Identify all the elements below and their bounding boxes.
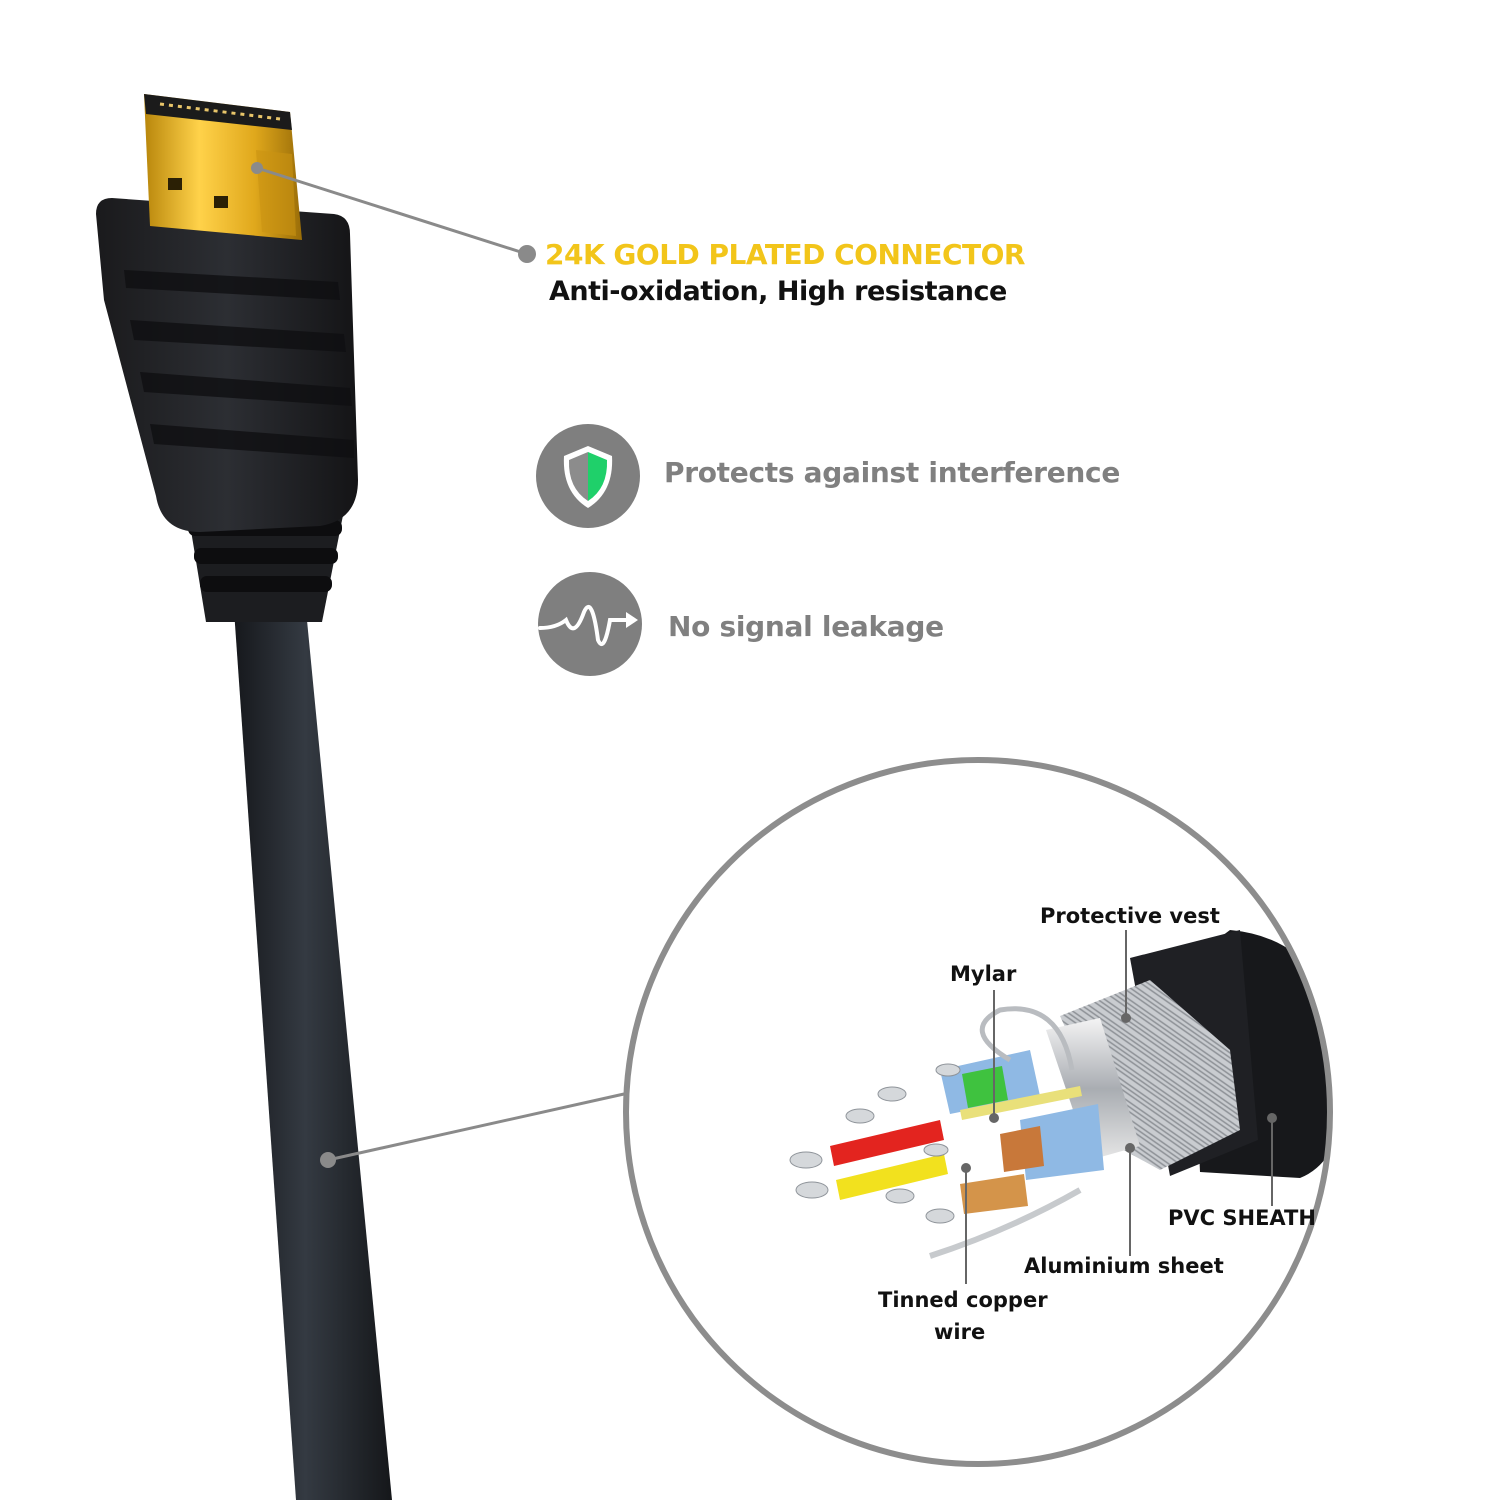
gold-plug xyxy=(144,94,302,240)
aluminium-sheet-label: Aluminium sheet xyxy=(1024,1254,1224,1278)
tinned-copper-label-line1: Tinned copper xyxy=(878,1288,1048,1312)
protective-vest-label: Protective vest xyxy=(1040,904,1220,928)
tinned-copper-label-line2: wire xyxy=(934,1320,986,1344)
cable-cross-section xyxy=(623,757,1333,1467)
feature-interference-label: Protects against interference xyxy=(664,456,1121,489)
gold-connector-callout xyxy=(251,162,536,263)
hdmi-cable xyxy=(234,610,392,1500)
pvc-sheath-label: PVC SHEATH xyxy=(1168,1206,1316,1230)
gold-connector-subtitle: Anti-oxidation, High resistance xyxy=(549,276,1007,307)
cable-callout xyxy=(320,1092,625,1168)
feature-leakage-label: No signal leakage xyxy=(668,610,944,643)
gold-connector-title: 24K GOLD PLATED CONNECTOR xyxy=(545,238,1025,271)
connector-body xyxy=(96,198,358,532)
signal-wave-icon xyxy=(538,572,642,676)
shield-icon xyxy=(536,424,640,528)
mylar-label: Mylar xyxy=(950,962,1017,986)
